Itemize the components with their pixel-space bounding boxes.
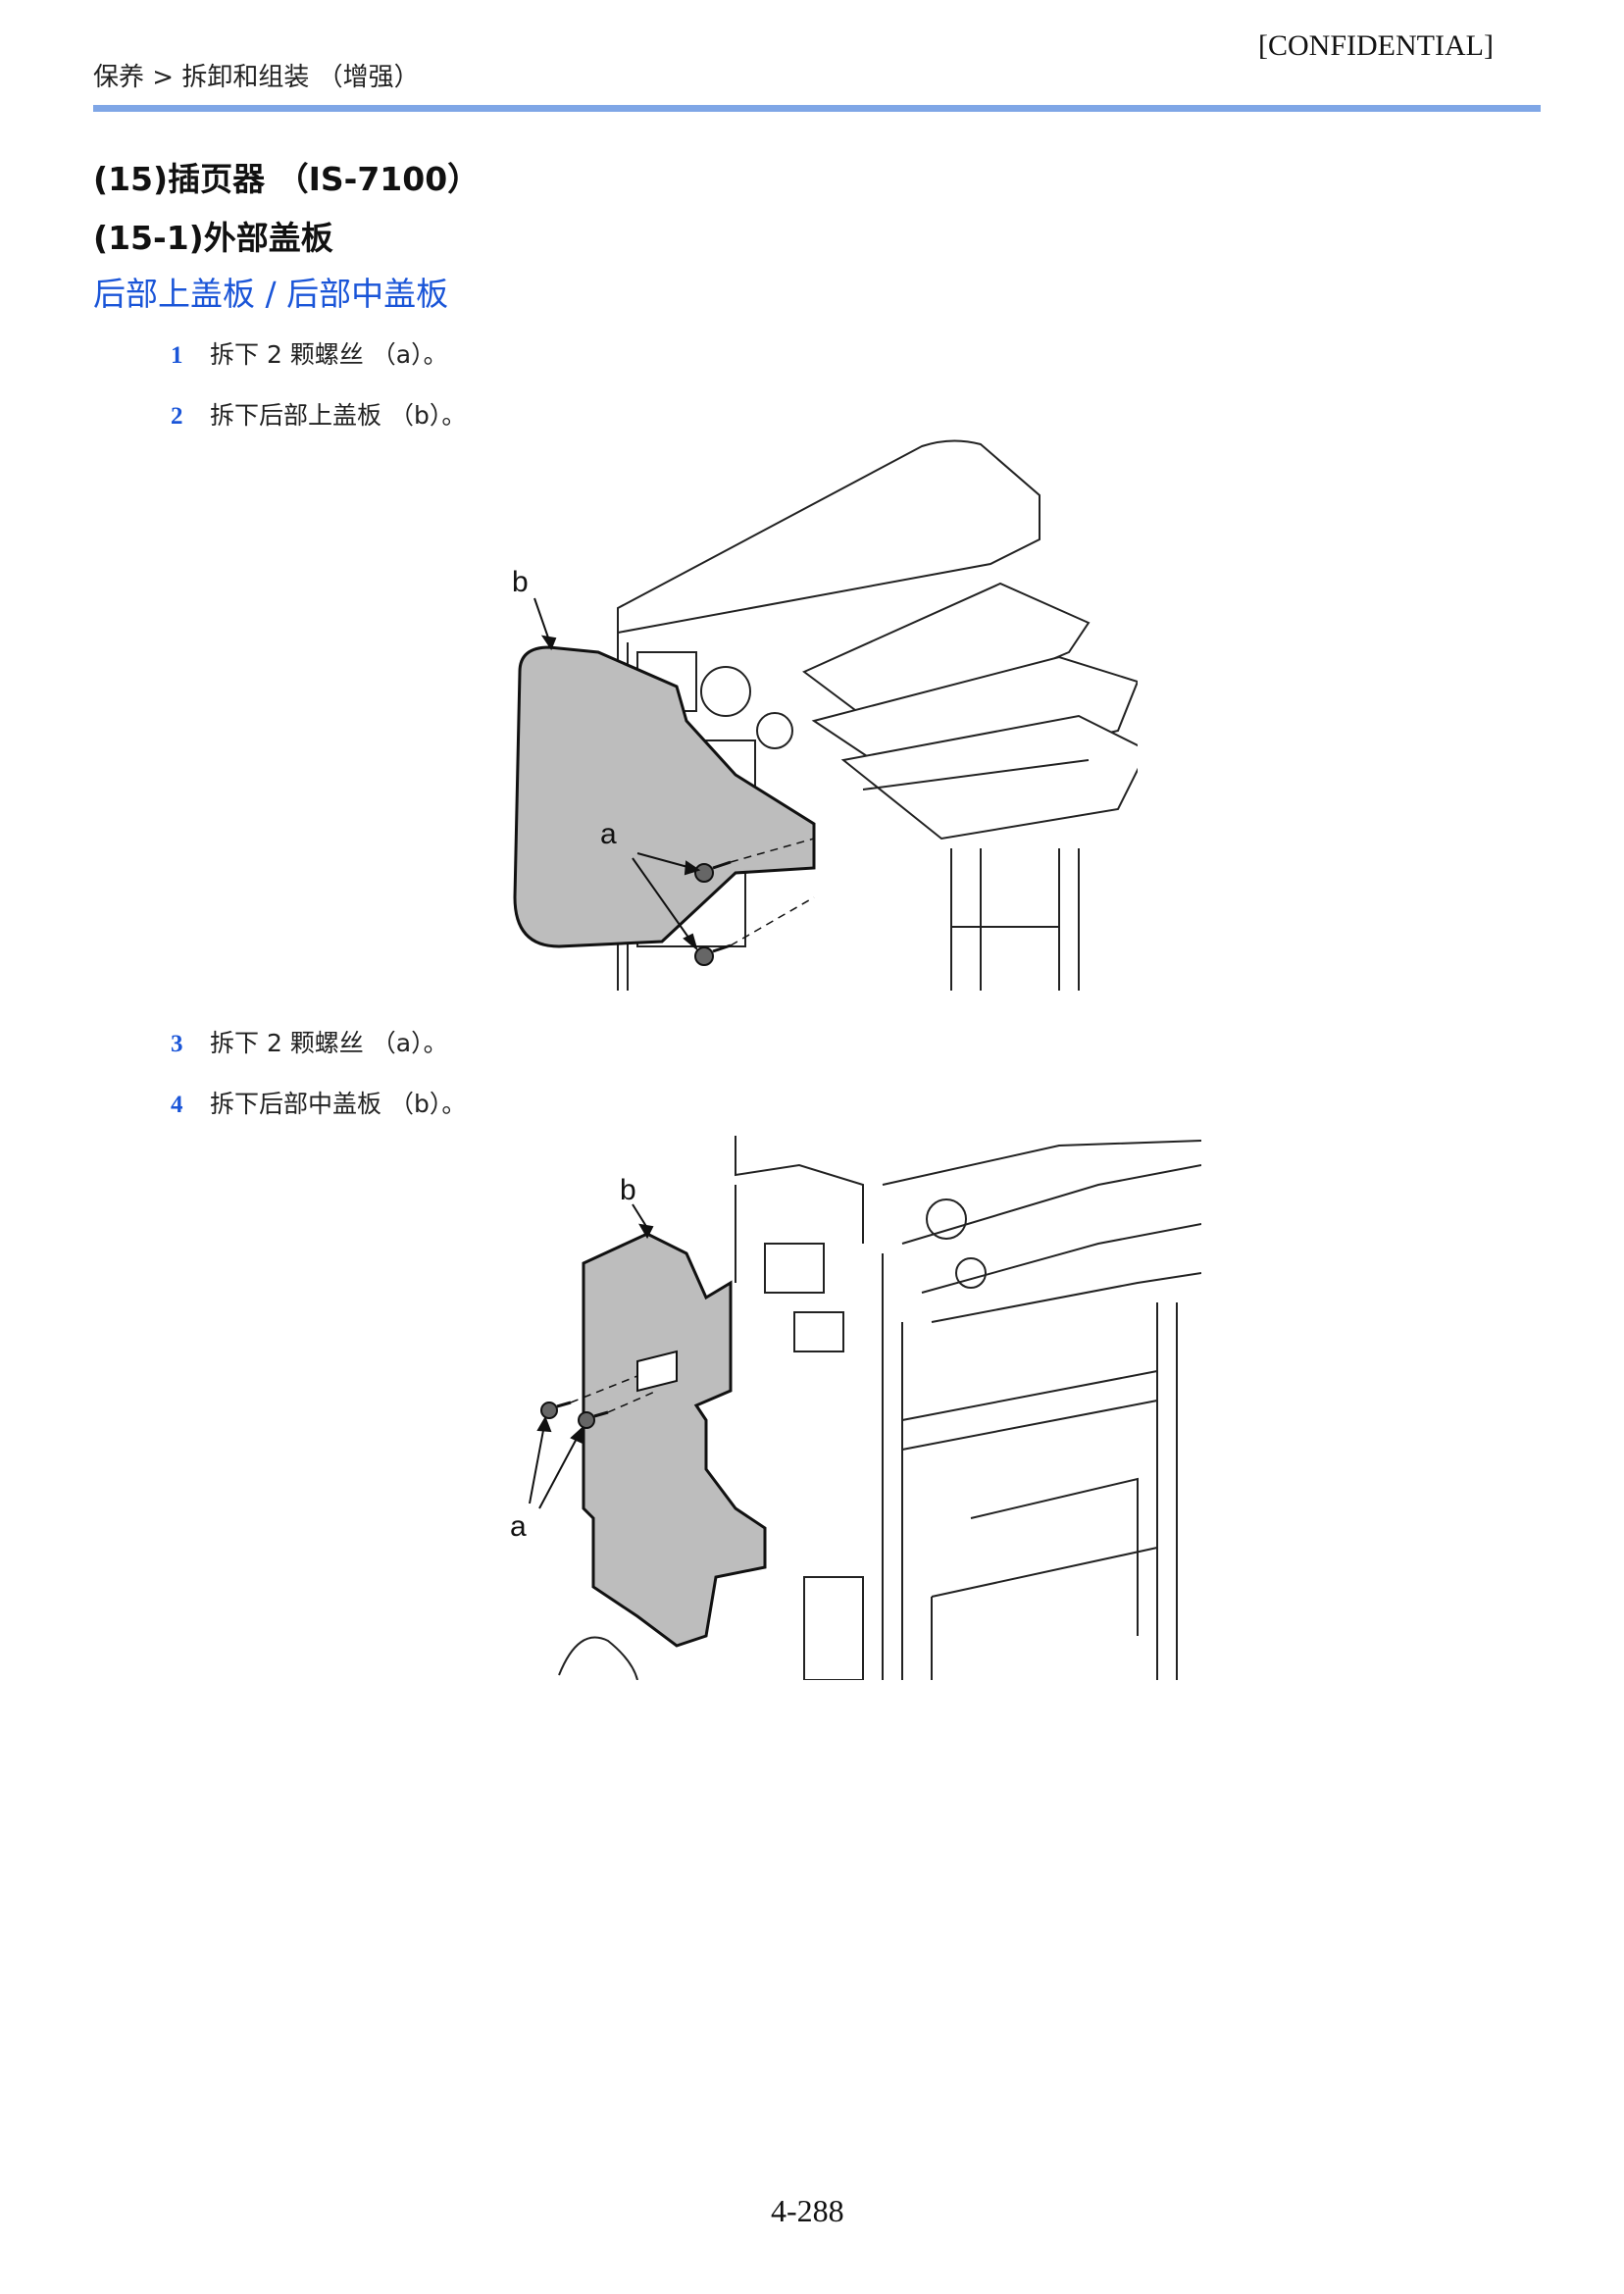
screw-icon bbox=[578, 1410, 609, 1429]
callout-b: b bbox=[620, 1174, 636, 1206]
step-number: 2 bbox=[171, 403, 183, 430]
screw-icon bbox=[694, 860, 732, 883]
screw-icon bbox=[694, 943, 732, 966]
rear-upper-cover-shape bbox=[513, 645, 816, 948]
callout-a: a bbox=[510, 1510, 527, 1543]
step-text: 拆下 2 颗螺丝 （a）。 bbox=[210, 1029, 448, 1057]
screw-icon bbox=[540, 1401, 572, 1419]
callout-a: a bbox=[600, 818, 617, 850]
step-text: 拆下 2 颗螺丝 （a）。 bbox=[210, 340, 448, 369]
figure-upper-cover-removal: b a bbox=[512, 439, 1138, 991]
confidential-mark: [CONFIDENTIAL] bbox=[1258, 29, 1494, 62]
step-4: 4 拆下后部中盖板 （b）。 bbox=[171, 1085, 466, 1120]
topic-title: 后部上盖板 / 后部中盖板 bbox=[93, 275, 449, 313]
step-3: 3 拆下 2 颗螺丝 （a）。 bbox=[171, 1024, 448, 1059]
section-title: (15)插页器 （IS-7100） bbox=[93, 160, 481, 198]
rear-middle-cover-shape bbox=[582, 1232, 767, 1648]
step-1: 1 拆下 2 颗螺丝 （a）。 bbox=[171, 335, 448, 371]
step-number: 4 bbox=[171, 1092, 183, 1118]
figure-middle-cover-removal: b a bbox=[510, 1136, 1201, 1680]
page-number: 4-288 bbox=[771, 2193, 844, 2228]
callout-b: b bbox=[512, 566, 529, 598]
section-subtitle: (15-1)外部盖板 bbox=[93, 219, 333, 257]
header-rule bbox=[93, 105, 1541, 112]
breadcrumb: 保养 > 拆卸和组装 （增强） bbox=[93, 63, 420, 92]
step-text: 拆下后部中盖板 （b）。 bbox=[210, 1090, 467, 1118]
step-number: 1 bbox=[171, 342, 183, 369]
step-2: 2 拆下后部上盖板 （b）。 bbox=[171, 396, 466, 432]
step-text: 拆下后部上盖板 （b）。 bbox=[210, 401, 467, 430]
step-number: 3 bbox=[171, 1031, 183, 1057]
